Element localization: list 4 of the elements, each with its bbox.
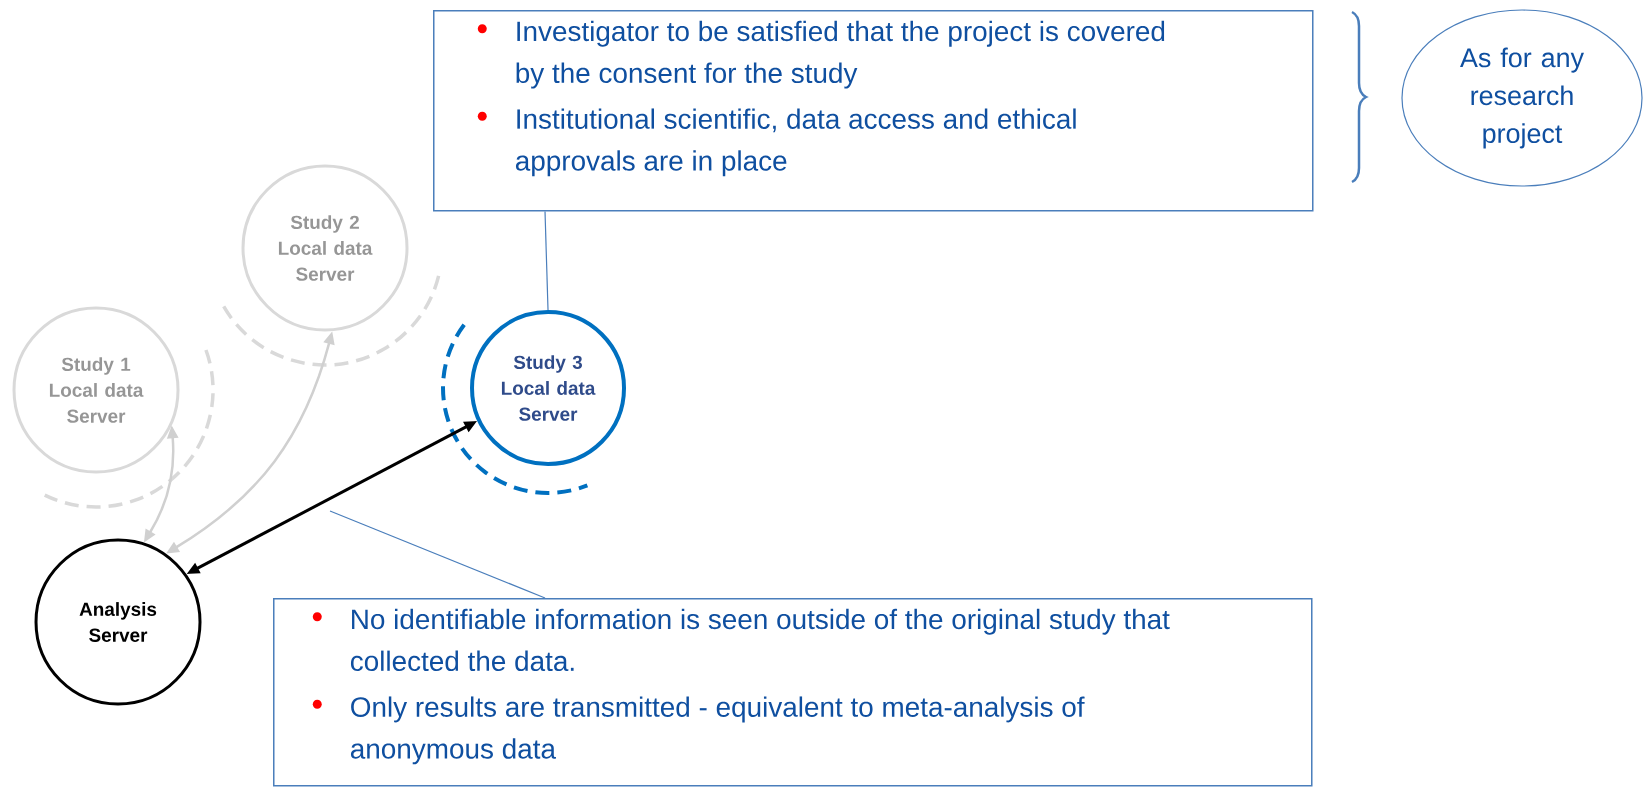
leader-line bbox=[329, 510, 546, 599]
connector-line bbox=[544, 210, 549, 311]
note-box: Investigator to be satisfied that the project is covered by the consent for the study Institutional scientific, data access and ethical approvals are in place bbox=[433, 10, 1314, 212]
note-box: No identifiable information is seen outside of the original study that collected the data. Only results are transmitted - equivalent to meta-analysis of anonymous data bbox=[273, 598, 1313, 787]
